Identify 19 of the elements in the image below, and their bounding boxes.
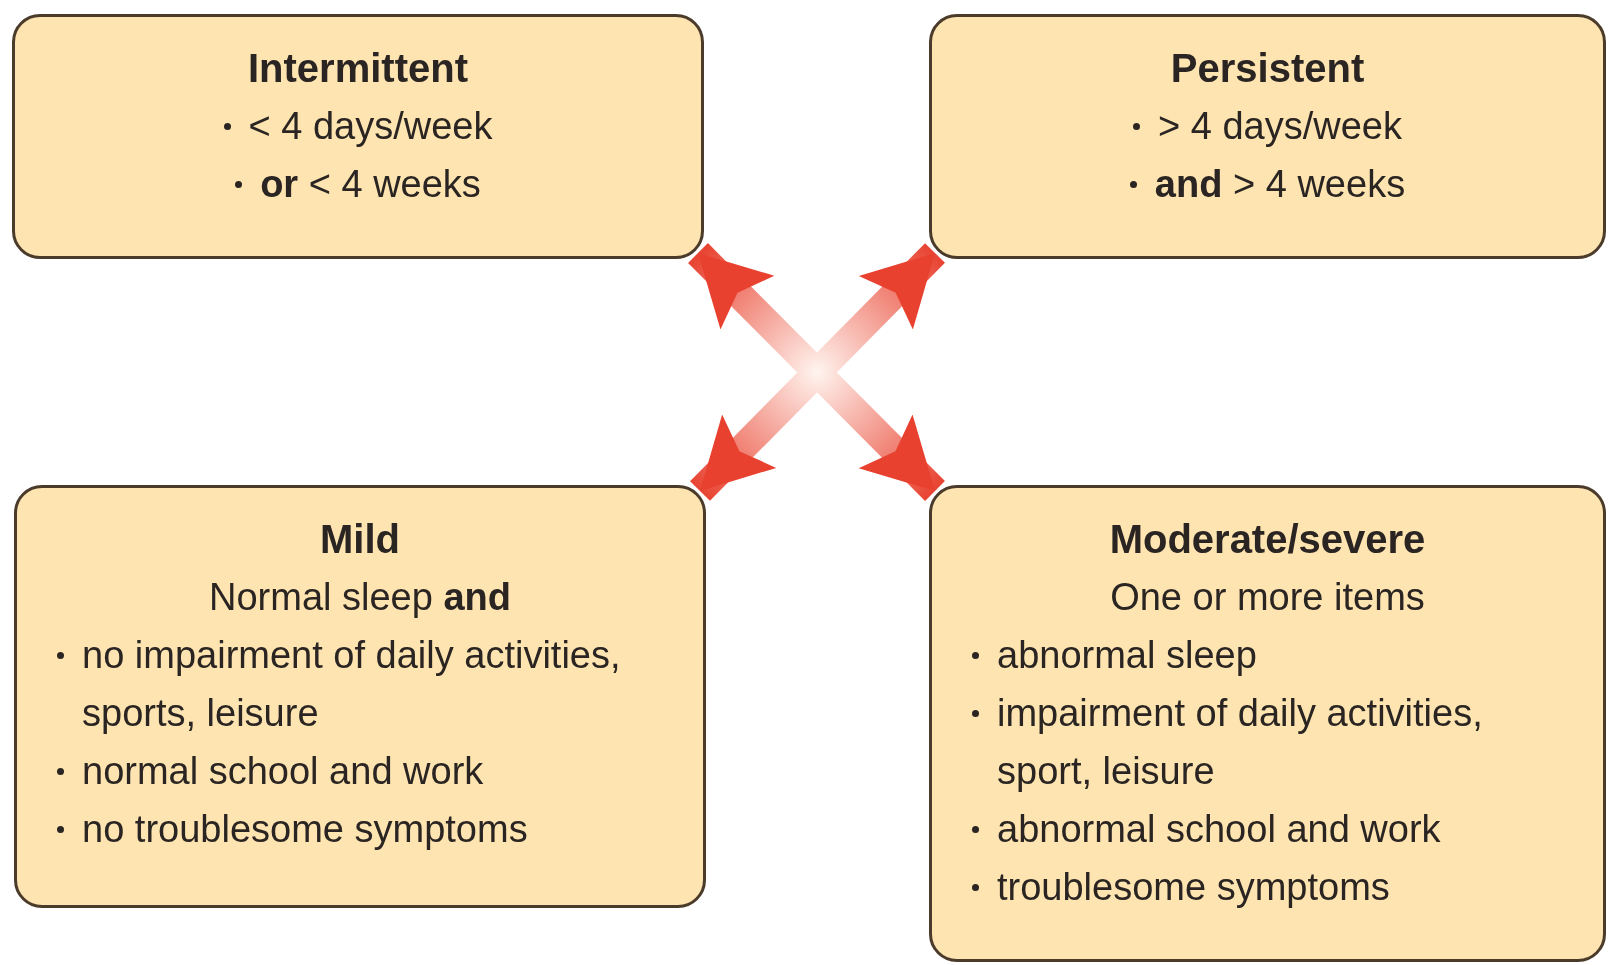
bullet-text: normal school and work	[82, 749, 484, 794]
bullet-text: > 4 days/week	[1158, 104, 1402, 149]
bullet-text: abnormal school and work	[997, 807, 1441, 852]
bullet-text: and > 4 weeks	[1154, 162, 1406, 207]
bullet-text: no troublesome symptoms	[82, 807, 528, 852]
bullet-text: abnormal sleep	[997, 633, 1257, 678]
category-box	[929, 14, 1606, 259]
category-box	[12, 14, 704, 259]
bullet-text: < 4 days/week	[248, 104, 493, 149]
box-heading: Intermittent	[248, 45, 468, 92]
category-box	[929, 485, 1606, 962]
category-box	[14, 485, 706, 908]
box-heading: Mild	[320, 516, 400, 563]
box-text: One or more items	[1110, 575, 1425, 620]
box-heading: Moderate/severe	[1109, 516, 1426, 563]
bullet-text: or < 4 weeks	[260, 162, 481, 207]
bullet-text: troublesome symptoms	[997, 865, 1390, 910]
box-heading: Persistent	[1170, 45, 1365, 92]
box-text: Normal sleep and	[209, 575, 511, 620]
